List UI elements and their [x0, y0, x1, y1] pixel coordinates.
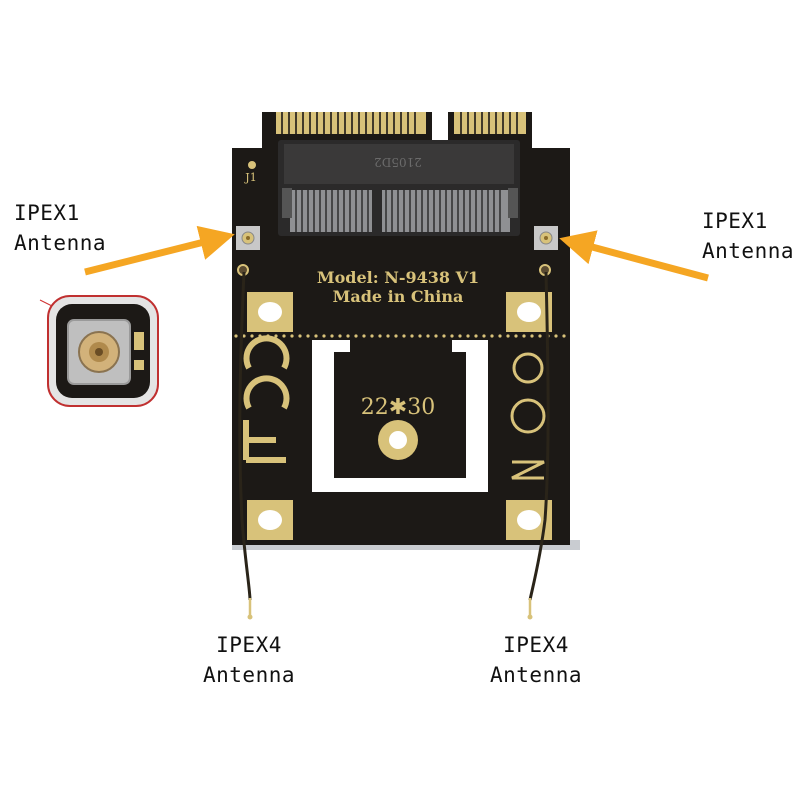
arrow-right — [559, 230, 709, 282]
tongue-mounting-hole — [378, 420, 418, 460]
ref-designator: J1 — [244, 171, 256, 184]
antenna-wire-left — [238, 271, 253, 620]
size-marking: 22✱30 — [361, 395, 435, 420]
fiducial — [248, 161, 256, 169]
bottom-left-label-line2: Antenna — [203, 663, 296, 687]
arrow-left — [84, 225, 235, 276]
top-left-antenna-label: IPEX1 Antenna — [14, 198, 106, 258]
antenna-wire-right — [527, 271, 550, 620]
mounting-pad-top-right — [506, 292, 552, 332]
bottom-right-antenna-label: IPEX4 Antenna — [490, 630, 582, 690]
top-right-label-line2: Antenna — [702, 239, 795, 263]
edge-connector-fingers — [276, 112, 526, 134]
top-right-antenna-label: IPEX1 Antenna — [702, 206, 794, 266]
ipex1-left-connector — [236, 226, 260, 250]
mounting-pad-bottom-left — [247, 500, 293, 540]
top-left-label-line2: Antenna — [14, 231, 107, 255]
connector-closeup-inset — [47, 295, 159, 407]
ipex1-right-connector — [534, 226, 558, 250]
bottom-left-antenna-label: IPEX4 Antenna — [203, 630, 295, 690]
top-right-label-line1: IPEX1 — [702, 209, 768, 233]
made-in-text: Made in China — [333, 287, 464, 306]
bottom-right-label-line1: IPEX4 — [503, 633, 569, 657]
certification-marks — [510, 352, 546, 480]
bottom-left-label-line1: IPEX4 — [216, 633, 282, 657]
model-text: Model: N-9438 V1 — [317, 268, 479, 287]
fcc-logo — [243, 335, 290, 463]
board-cutout — [312, 340, 488, 492]
via-row — [234, 334, 566, 338]
connector-marking: 2105D2 — [374, 155, 422, 169]
top-left-label-line1: IPEX1 — [14, 201, 80, 225]
m2-socket — [278, 140, 520, 236]
mounting-pad-top-left — [247, 292, 293, 332]
bottom-right-label-line2: Antenna — [490, 663, 583, 687]
